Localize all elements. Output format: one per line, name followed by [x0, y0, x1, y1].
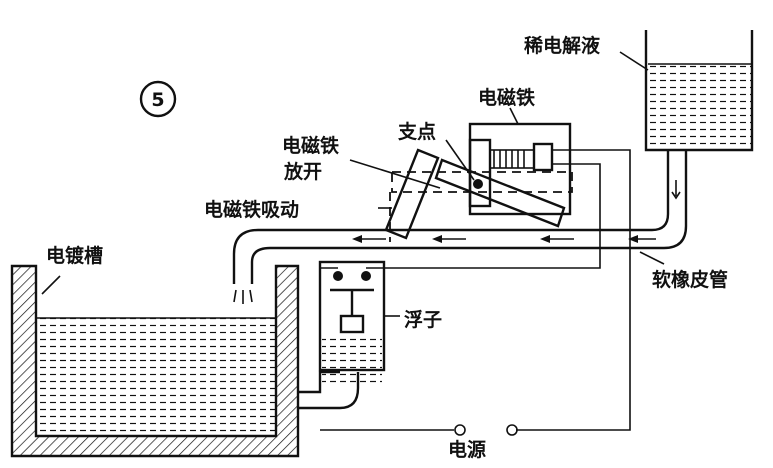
electrolyte-reservoir: [644, 30, 754, 152]
label-plating-tank: 电镀槽: [46, 244, 103, 267]
leader-lines: [41, 51, 665, 317]
label-electromagnet-attract: 电磁铁吸动: [204, 198, 299, 221]
label-dilute-electrolyte: 稀电解液: [524, 34, 601, 57]
circuit-wiring: [320, 149, 631, 436]
figure-number: 5: [139, 80, 177, 118]
label-electromagnet-release-1: 电磁铁: [282, 134, 339, 157]
label-fulcrum: 支点: [397, 121, 436, 143]
rubber-tube: [232, 150, 688, 304]
label-electromagnet: 电磁铁: [478, 86, 535, 109]
plating-tank: [10, 264, 300, 458]
fulcrum-point: [473, 179, 483, 189]
figure-number-text: 5: [151, 89, 164, 111]
label-electromagnet-release-2: 放开: [283, 160, 322, 183]
lever: [384, 148, 573, 242]
float-chamber: [318, 260, 386, 386]
label-float: 浮子: [404, 308, 442, 331]
label-power-source: 电源: [448, 438, 486, 461]
electromagnet: [468, 122, 572, 216]
label-soft-rubber-tube: 软橡皮管: [652, 268, 728, 291]
